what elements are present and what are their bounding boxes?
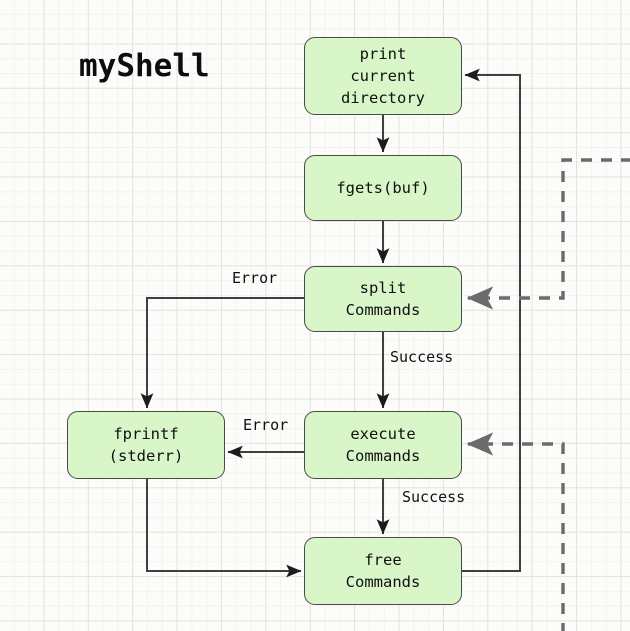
edge-label-execute-success: Success xyxy=(402,488,466,506)
node-line: directory xyxy=(341,89,425,107)
node-free-commands[interactable]: free Commands xyxy=(304,537,462,605)
node-fgets-buf[interactable]: fgets(buf) xyxy=(304,155,462,221)
edge-offpage-to-split xyxy=(466,158,630,310)
node-line: (stderr) xyxy=(108,447,184,465)
edge-fprintf-to-free xyxy=(146,479,302,578)
diagram-title: myShell xyxy=(79,48,210,84)
edge-offpage-to-execute xyxy=(466,432,565,631)
edge-label-split-error: Error xyxy=(232,269,278,287)
node-line: current xyxy=(350,67,416,85)
node-line: Commands xyxy=(345,301,421,319)
node-print-current-directory[interactable]: print current directory xyxy=(304,37,462,115)
node-line: fprintf xyxy=(113,425,179,443)
node-fprintf-stderr[interactable]: fprintf (stderr) xyxy=(67,411,225,479)
node-split-commands[interactable]: split Commands xyxy=(304,266,462,332)
node-line: free xyxy=(364,551,402,569)
node-line: Commands xyxy=(345,447,421,465)
node-line: split xyxy=(359,279,407,297)
node-line: print xyxy=(359,45,407,63)
edge-label-split-success: Success xyxy=(390,348,454,366)
edge-free-to-print xyxy=(462,68,521,572)
edge-split-error-fprintf xyxy=(140,297,304,409)
node-line: fgets(buf) xyxy=(336,179,430,197)
node-line: Commands xyxy=(345,573,421,591)
node-execute-commands[interactable]: execute Commands xyxy=(304,411,462,479)
edge-label-execute-error: Error xyxy=(243,416,289,434)
node-line: execute xyxy=(350,425,416,443)
